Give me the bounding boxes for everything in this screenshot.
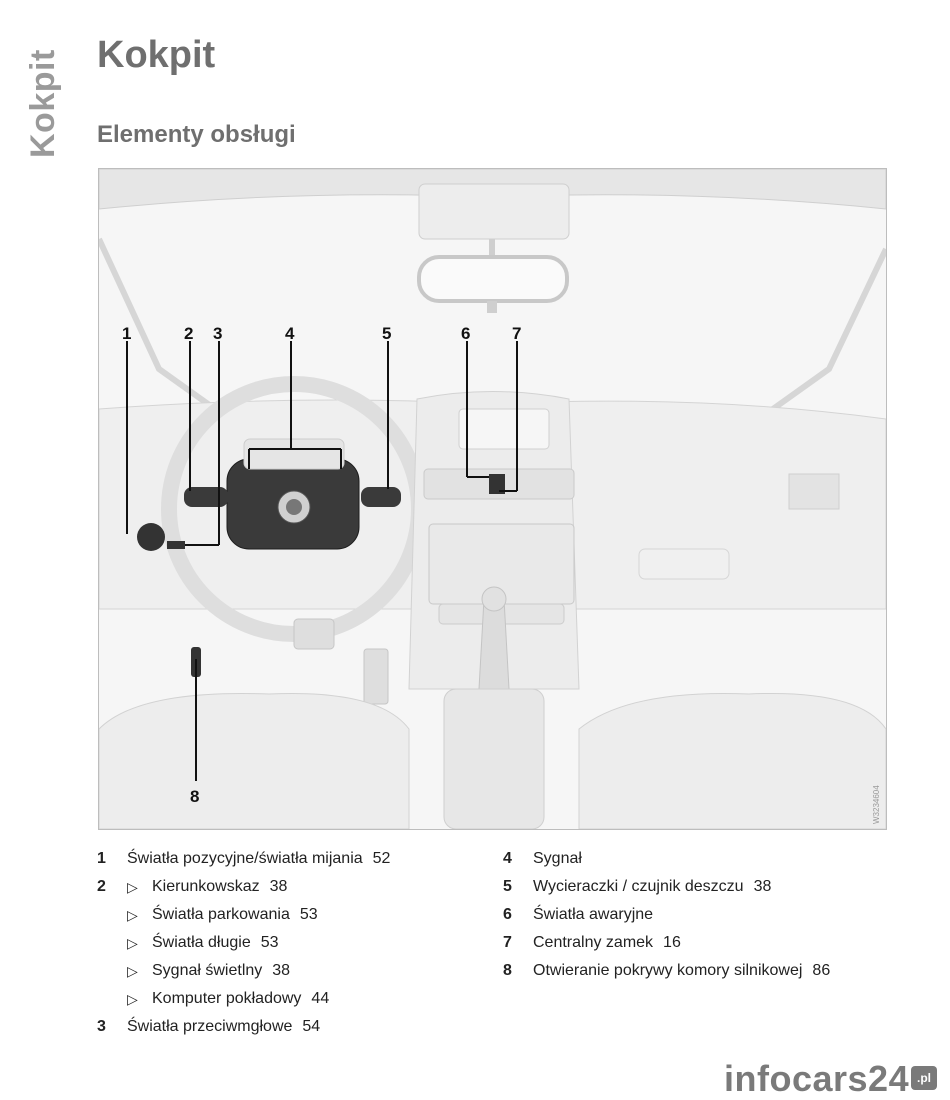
legend-number: 3 <box>97 1018 106 1035</box>
legend-number: 5 <box>503 878 512 895</box>
legend-text: Wycieraczki / czujnik deszczu <box>533 878 744 895</box>
callout-lines <box>126 341 518 781</box>
callout-2: 2 <box>184 324 193 343</box>
legend-number: 2 <box>97 878 106 895</box>
section-title: Elementy obsługi <box>97 121 296 148</box>
callout-7: 7 <box>512 324 521 343</box>
legend-right: 4 Sygnał 5 Wycieraczki / czujnik deszczu 38 6… <box>503 845 923 985</box>
legend-page-ref: 38 <box>272 962 291 979</box>
page-title: Kokpit <box>97 34 216 76</box>
callout-3: 3 <box>213 324 222 343</box>
legend-item: ▷ Światła długie 53 <box>97 929 497 957</box>
legend-entry: Sygnał świetlny 38 <box>152 957 290 985</box>
triangle-bullet-icon: ▷ <box>127 963 138 979</box>
legend-entry: Otwieranie pokrywy komory silnikowej 86 <box>533 957 830 985</box>
legend-entry: Kierunkowskaz 38 <box>152 873 287 901</box>
legend-item: ▷ Sygnał świetlny 38 <box>97 957 497 985</box>
legend-page-ref: 38 <box>269 878 288 895</box>
legend-number: 8 <box>503 962 512 979</box>
side-tab: Kokpit <box>18 40 62 160</box>
legend-item: ▷ Światła parkowania 53 <box>97 901 497 929</box>
legend-page-ref: 86 <box>812 962 831 979</box>
legend-item: 2 ▷ Kierunkowskaz 38 <box>97 873 497 901</box>
callout-5: 5 <box>382 324 391 343</box>
legend-page-ref: 52 <box>372 850 391 867</box>
legend-entry: Światła pozycyjne/światła mijania 52 <box>127 845 390 873</box>
legend-item: 6 Światła awaryjne <box>503 901 923 929</box>
legend-entry: Wycieraczki / czujnik deszczu 38 <box>533 873 771 901</box>
legend-entry: Światła długie 53 <box>152 929 279 957</box>
legend-entry: Centralny zamek 16 <box>533 929 681 957</box>
legend-item: 1 Światła pozycyjne/światła mijania 52 <box>97 845 497 873</box>
legend-text: Kierunkowskaz <box>152 878 260 895</box>
legend-item: ▷ Komputer pokładowy 44 <box>97 985 497 1013</box>
legend-number: 4 <box>503 850 512 867</box>
triangle-bullet-icon: ▷ <box>127 907 138 923</box>
legend-page-ref: 44 <box>311 990 330 1007</box>
triangle-bullet-icon: ▷ <box>127 935 138 951</box>
legend-item: 3 Światła przeciwmgłowe 54 <box>97 1013 497 1041</box>
brand-badge: .pl <box>911 1066 937 1090</box>
legend-number: 6 <box>503 906 512 923</box>
callout-6: 6 <box>461 324 470 343</box>
cockpit-drawing: 1 2 3 4 5 6 7 8 W3234604 <box>99 169 886 829</box>
legend-entry: Światła awaryjne <box>533 901 663 929</box>
triangle-bullet-icon: ▷ <box>127 991 138 1007</box>
legend-entry: Światła przeciwmgłowe 54 <box>127 1013 320 1041</box>
legend-page-ref: 38 <box>753 878 772 895</box>
callout-8: 8 <box>190 787 199 806</box>
legend-text: Sygnał <box>533 850 582 867</box>
legend-page-ref: 16 <box>663 934 681 951</box>
side-tab-label: Kokpit <box>24 49 62 158</box>
triangle-bullet-icon: ▷ <box>127 879 138 895</box>
legend-entry: Sygnał <box>533 845 592 873</box>
legend-item: 8 Otwieranie pokrywy komory silnikowej 86 <box>503 957 923 985</box>
legend-text: Światła długie <box>152 934 251 951</box>
legend-text: Światła pozycyjne/światła mijania <box>127 850 363 867</box>
legend-text: Komputer pokładowy <box>152 990 302 1007</box>
legend-text: Światła awaryjne <box>533 906 654 923</box>
legend-text: Światła przeciwmgłowe <box>127 1018 293 1035</box>
legend-left: 1 Światła pozycyjne/światła mijania 52 2 ▷ Ki… <box>97 845 497 1041</box>
legend-entry: Komputer pokładowy 44 <box>152 985 329 1013</box>
callout-4: 4 <box>285 324 295 343</box>
legend-entry: Światła parkowania 53 <box>152 901 318 929</box>
legend-page-ref: 54 <box>302 1018 321 1035</box>
legend-number: 7 <box>503 934 512 951</box>
brand-logo: infocars24 <box>724 1058 910 1099</box>
legend-text: Światła parkowania <box>152 906 290 923</box>
legend-text: Otwieranie pokrywy komory silnikowej <box>533 962 803 979</box>
legend-text: Sygnał świetlny <box>152 962 263 979</box>
legend-text: Centralny zamek <box>533 934 654 951</box>
legend-item: 4 Sygnał <box>503 845 923 873</box>
figure-code: W3234604 <box>872 785 881 824</box>
legend-page-ref: 53 <box>260 934 279 951</box>
legend-number: 1 <box>97 850 106 867</box>
legend-item: 5 Wycieraczki / czujnik deszczu 38 <box>503 873 923 901</box>
legend-page-ref: 53 <box>299 906 318 923</box>
legend-item: 7 Centralny zamek 16 <box>503 929 923 957</box>
callout-1: 1 <box>122 324 131 343</box>
cockpit-illustration: 1 2 3 4 5 6 7 8 W3234604 <box>98 168 887 830</box>
